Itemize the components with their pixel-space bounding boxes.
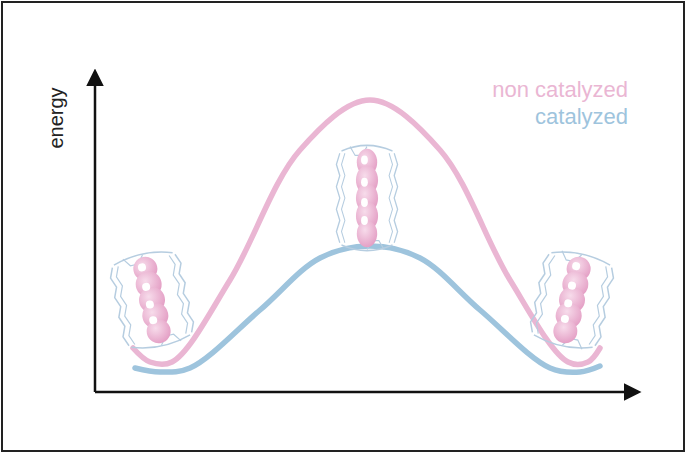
legend-text: catalyzed xyxy=(492,103,628,130)
energy-curve xyxy=(133,100,600,364)
legend: non catalyzedcatalyzed xyxy=(492,76,628,130)
molecule-in-cage xyxy=(336,145,397,250)
molecule-in-cage xyxy=(527,247,617,354)
energy-curve xyxy=(135,246,600,372)
legend-text: non catalyzed xyxy=(492,76,628,103)
axis-label: energy xyxy=(45,87,68,148)
molecule-in-cage xyxy=(107,247,197,354)
